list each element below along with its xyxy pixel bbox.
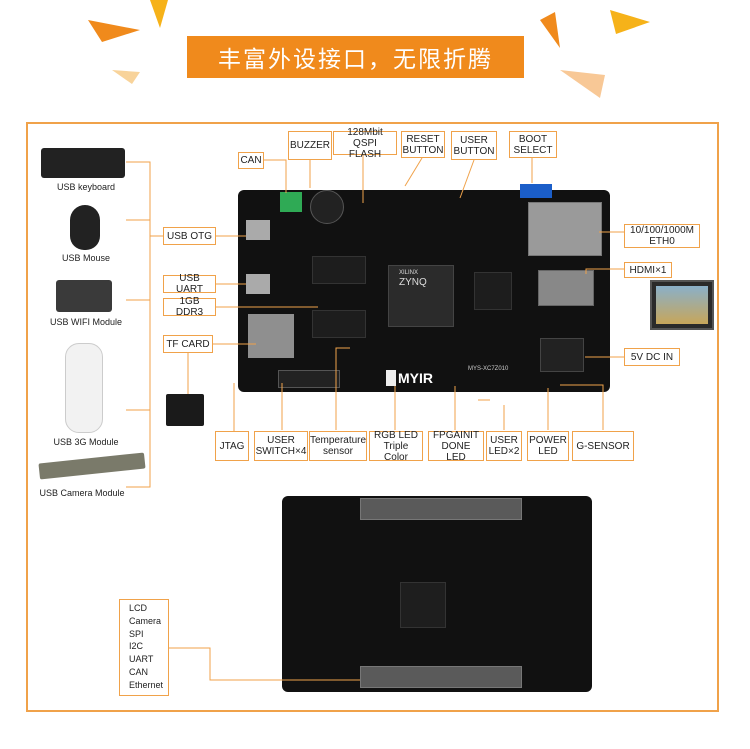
label-temperature-sensor: Temperature sensor: [309, 431, 367, 461]
label-user-switch: USER SWITCH×4: [254, 431, 308, 461]
label-dc-in: 5V DC IN: [624, 348, 680, 366]
ethernet-phy-chip: [474, 272, 512, 310]
tf-card-image: [166, 394, 204, 426]
label-usb-otg: USB OTG: [163, 227, 216, 245]
usb-3g-label: USB 3G Module: [53, 437, 119, 447]
deco-triangle: [112, 70, 140, 84]
banner-title: 丰富外设接口，无限折腾: [187, 36, 524, 78]
expansion-interface-item: Camera: [129, 615, 162, 626]
deco-triangle: [150, 0, 168, 28]
label-power-led: POWER LED: [527, 431, 569, 461]
board-model: MYS-XC7Z010: [468, 366, 509, 372]
label-user-switch-line1: USER: [267, 435, 295, 446]
label-user-led-line1: USER: [490, 435, 518, 446]
usb-mouse-image: [70, 205, 100, 250]
boot-select-switch: [520, 184, 552, 198]
diagram-frame: [26, 122, 719, 712]
buzzer: [310, 190, 344, 224]
deco-triangle: [560, 70, 605, 98]
tf-card-slot: [248, 314, 294, 358]
label-boot-line1: BOOT: [518, 133, 548, 145]
label-ethernet-line2: ETH0: [649, 236, 675, 247]
expansion-interfaces-box: LCD Camera SPI I2C UART CAN Ethernet: [119, 599, 169, 696]
label-temperature-line2: sensor: [322, 446, 353, 457]
bottom-chip: [400, 582, 446, 628]
hdmi-port: [538, 270, 594, 306]
usb-wifi-label: USB WIFI Module: [49, 317, 123, 327]
xilinx-text: XILINX: [399, 270, 419, 276]
usb-3g-image: [65, 343, 103, 433]
label-tf-card: TF CARD: [163, 335, 213, 353]
label-rgb-line2: Triple Color: [383, 440, 409, 463]
label-user-button: USER BUTTON: [451, 131, 497, 160]
label-ddr3: 1GB DDR3: [163, 296, 216, 318]
label-buzzer: BUZZER: [288, 131, 332, 160]
label-fpga-line1: FPGAINIT: [432, 429, 480, 441]
expansion-connector-bottom: [360, 666, 522, 688]
label-g-sensor: G-SENSOR: [572, 431, 634, 461]
rj45-port: [528, 202, 602, 256]
ddr3-chip: [312, 256, 366, 284]
expansion-interface-item: CAN: [129, 666, 149, 677]
label-rgb-led: RGB LED Triple Color: [369, 429, 423, 463]
label-jtag: JTAG: [215, 431, 249, 461]
label-fpga-init-done: FPGAINIT DONE LED: [428, 429, 484, 463]
rgb-led: [386, 370, 396, 386]
expansion-interface-item: LCD: [129, 603, 148, 613]
ddr3-chip: [312, 310, 366, 338]
dc-jack: [540, 338, 584, 372]
label-rgb-line1: RGB LED: [374, 429, 418, 441]
usb-keyboard-image: [41, 148, 125, 178]
expansion-interface-item: Ethernet: [129, 679, 164, 690]
usb-mouse-label: USB Mouse: [61, 253, 111, 263]
board-top-view: XILINX ZYNQ MYIR MYS-XC7Z010: [238, 184, 610, 392]
label-user-led: USER LED×2: [486, 431, 522, 461]
zynq-chip: XILINX ZYNQ: [388, 265, 454, 327]
label-fpga-line2: DONE LED: [441, 440, 471, 463]
label-power-line1: POWER: [529, 435, 567, 446]
label-ethernet-line1: 10/100/1000M: [630, 225, 694, 236]
expansion-connector-top: [360, 498, 522, 520]
label-power-line2: LED: [538, 446, 558, 457]
zynq-text: ZYNQ: [399, 277, 427, 288]
label-temperature-line1: Temperature: [309, 435, 367, 446]
usb-keyboard-label: USB keyboard: [56, 182, 116, 192]
usb-camera-label: USB Camera Module: [39, 488, 125, 498]
board-bottom-view: [282, 496, 592, 692]
deco-triangle: [88, 20, 140, 42]
label-user-led-line2: LED×2: [488, 446, 520, 457]
label-qspi-flash: 128Mbit QSPI FLASH: [333, 127, 397, 160]
label-reset-line2: BUTTON: [402, 144, 444, 156]
can-terminal: [280, 192, 302, 212]
expansion-interface-item: SPI: [129, 628, 144, 639]
label-qspi-line1: 128Mbit QSPI: [347, 126, 383, 149]
usb-uart-port: [246, 274, 270, 294]
label-can: CAN: [238, 152, 264, 169]
board-brand: MYIR: [398, 370, 433, 386]
hdmi-monitor-image: [650, 280, 714, 330]
label-hdmi: HDMI×1: [624, 262, 672, 278]
label-qspi-line2: FLASH: [348, 148, 382, 160]
label-user-button-line1: USER: [460, 134, 488, 146]
label-ethernet: 10/100/1000M ETH0: [624, 224, 700, 248]
deco-triangle: [610, 10, 650, 34]
label-boot-line2: SELECT: [513, 144, 553, 156]
expansion-interface-item: I2C: [129, 641, 144, 652]
label-user-switch-line2: SWITCH×4: [255, 446, 307, 457]
usb-otg-port: [246, 220, 270, 240]
jtag-header: [278, 370, 340, 388]
label-user-button-line2: BUTTON: [453, 145, 495, 157]
expansion-interface-item: UART: [129, 654, 154, 665]
usb-wifi-image: [56, 280, 112, 312]
label-reset-button: RESET BUTTON: [401, 131, 445, 158]
label-boot-select: BOOT SELECT: [509, 131, 557, 158]
label-reset-line1: RESET: [406, 133, 440, 145]
deco-triangle: [540, 12, 560, 48]
label-usb-uart: USB UART: [163, 273, 216, 295]
